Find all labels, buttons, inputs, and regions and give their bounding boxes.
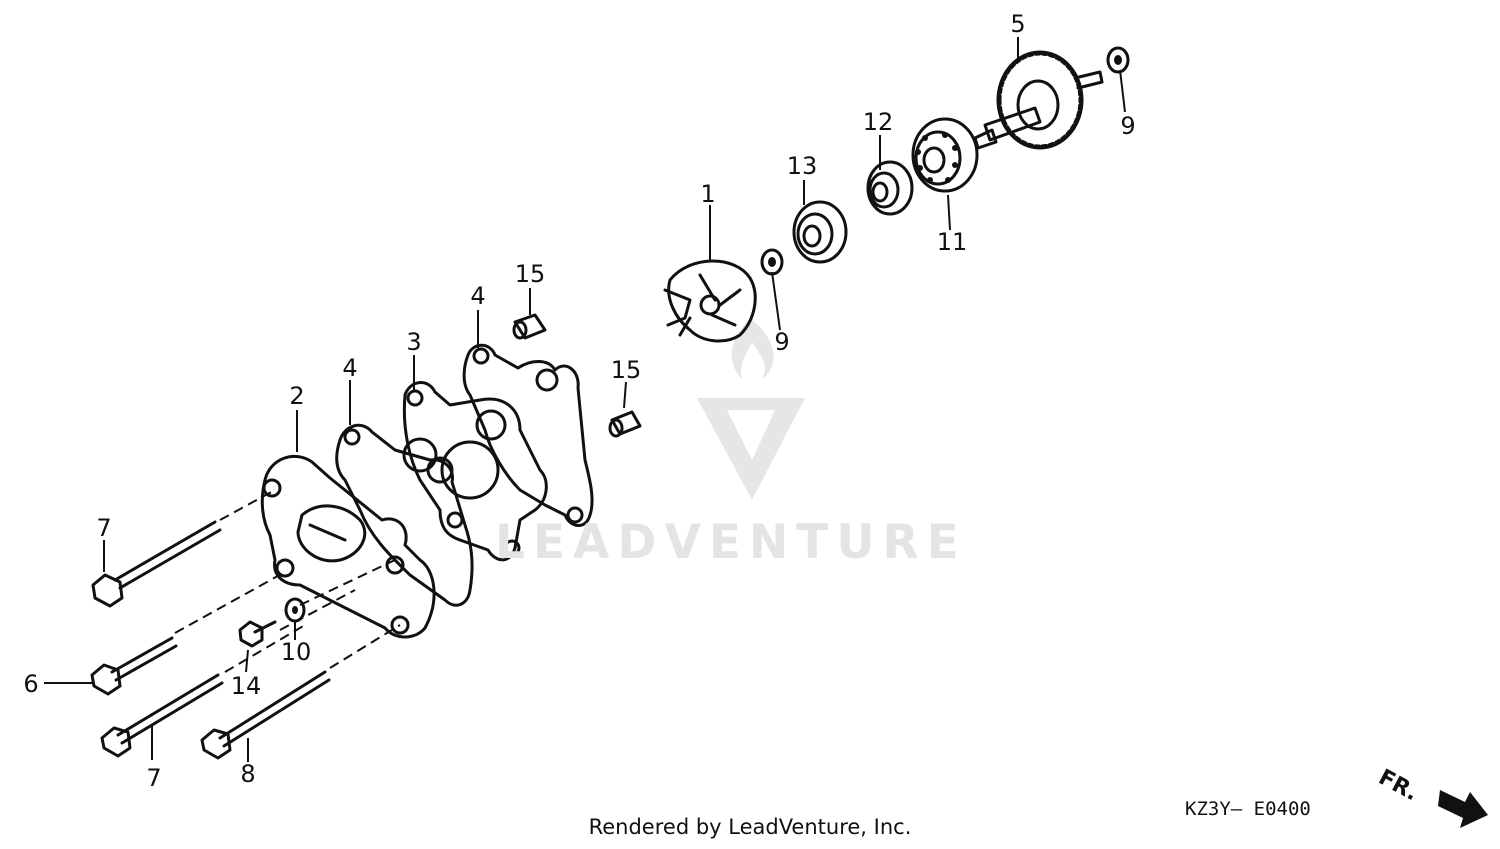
callout-10: 10 (281, 638, 312, 666)
callout-8: 8 (240, 760, 255, 788)
pump-plate-part (402, 381, 548, 562)
diagram-code: KZ3Y– E0400 (1185, 798, 1311, 820)
bearing-11-part (911, 117, 979, 193)
bolt-7-lower-part (100, 673, 224, 758)
callout-2: 2 (289, 382, 304, 410)
bolt-8-part (200, 670, 331, 760)
callout-labels: 1 2 3 4 4 5 6 7 7 8 9 9 10 11 12 13 14 1… (23, 10, 1135, 792)
callout-11: 11 (937, 228, 968, 256)
callout-1: 1 (700, 180, 715, 208)
impeller-part (663, 259, 757, 343)
pump-gear-shaft-part (973, 50, 1104, 150)
callout-15a: 15 (515, 260, 546, 288)
front-direction-arrow (1438, 790, 1488, 828)
callout-9b: 9 (1120, 112, 1135, 140)
footer-credit: Rendered by LeadVenture, Inc. (588, 815, 912, 839)
bolt-6-part (90, 636, 178, 696)
dowel-15-lower-part (608, 410, 642, 438)
callout-4b: 4 (470, 282, 485, 310)
callout-7a: 7 (96, 514, 111, 542)
gasket-rear-part (462, 343, 594, 527)
callout-6: 6 (23, 670, 38, 698)
callout-13: 13 (787, 152, 818, 180)
seal-12-part (866, 160, 914, 216)
gasket-front-part (335, 423, 474, 607)
callout-14: 14 (231, 672, 262, 700)
callout-7b: 7 (146, 764, 161, 792)
callout-15b: 15 (611, 356, 642, 384)
callout-4a: 4 (342, 354, 357, 382)
bolt-7-upper-part (91, 520, 222, 608)
watermark-text: LEADVENTURE (495, 515, 967, 570)
washer-9-top-part (1106, 46, 1130, 74)
dowel-15-upper-part (512, 313, 547, 340)
callout-9a: 9 (774, 328, 789, 356)
callout-5: 5 (1010, 10, 1025, 38)
seal-13-part (792, 200, 848, 264)
washer-9-middle-part (760, 248, 784, 276)
bolt-14-part (238, 620, 277, 648)
washer-10-part (284, 597, 306, 623)
callout-3: 3 (406, 328, 421, 356)
pump-cover-part (260, 454, 436, 639)
leader-lines (44, 37, 1126, 762)
callout-12: 12 (863, 108, 894, 136)
